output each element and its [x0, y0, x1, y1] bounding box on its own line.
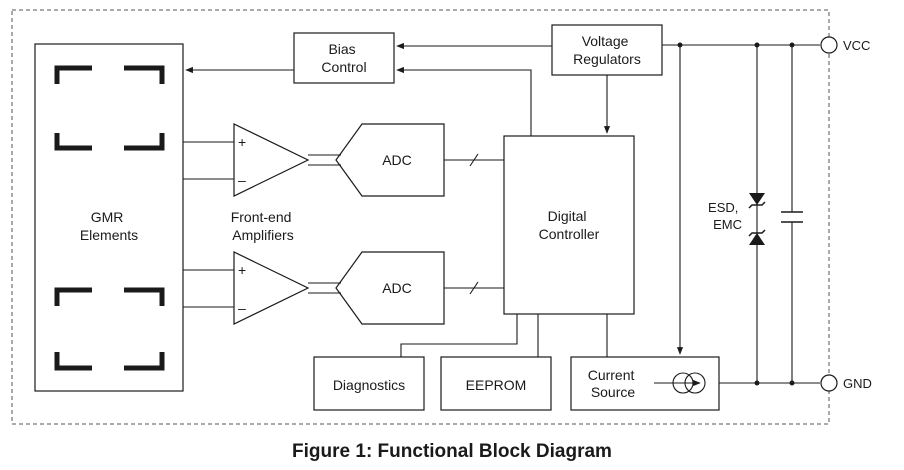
vcc-pin: VCC	[820, 36, 870, 54]
current-source-icon	[654, 372, 706, 394]
adc-bottom-label: ADC	[382, 280, 412, 296]
capacitor-icon	[781, 211, 803, 223]
adc-top-block: ADC	[335, 123, 445, 197]
amp-top-plus-sign: +	[238, 134, 246, 150]
gmr-element-1-icon	[54, 65, 165, 84]
front-end-amplifiers-label: Front-end Amplifiers	[231, 209, 296, 243]
amp-top-minus-sign: –	[238, 172, 246, 188]
esd-emc-label: ESD, EMC	[708, 200, 742, 232]
amp-bottom-minus-sign: –	[238, 300, 246, 316]
gmr-element-2-icon	[54, 133, 165, 151]
gmr-elements-block: GMR Elements	[34, 43, 184, 392]
amplifier-bottom: + –	[233, 251, 310, 325]
adc-bottom-block: ADC	[335, 251, 445, 325]
diagnostics-label: Diagnostics	[333, 377, 405, 393]
bias-control-label: Bias Control	[321, 41, 366, 75]
eeprom-label: EEPROM	[466, 377, 527, 393]
digital-controller-block: Digital Controller	[503, 135, 635, 315]
figure-caption: Figure 1: Functional Block Diagram	[292, 441, 612, 462]
current-source-block: Current Source	[570, 356, 720, 411]
voltage-regulators-block: Voltage Regulators	[551, 24, 663, 76]
current-source-label: Current Source	[588, 367, 639, 400]
eeprom-block: EEPROM	[440, 356, 552, 411]
connections	[183, 42, 820, 386]
chip-boundary	[11, 9, 830, 425]
vcc-pin-label: VCC	[843, 38, 870, 53]
adc-top-label: ADC	[382, 152, 412, 168]
vcc-pin-icon	[820, 36, 838, 54]
voltage-regulators-label: Voltage Regulators	[573, 33, 641, 67]
gmr-element-4-icon	[54, 352, 165, 371]
bias-control-block: Bias Control	[293, 32, 395, 84]
gnd-pin: GND	[820, 374, 872, 392]
gnd-pin-label: GND	[843, 376, 872, 391]
gmr-elements-label: GMR Elements	[80, 209, 138, 243]
gmr-element-3-icon	[54, 287, 165, 306]
digital-controller-label: Digital Controller	[539, 208, 600, 242]
amp-bottom-plus-sign: +	[238, 262, 246, 278]
gnd-pin-icon	[820, 374, 838, 392]
diagnostics-block: Diagnostics	[313, 356, 425, 411]
amplifier-top: + –	[233, 123, 310, 197]
esd-diodes-icon	[748, 193, 766, 245]
